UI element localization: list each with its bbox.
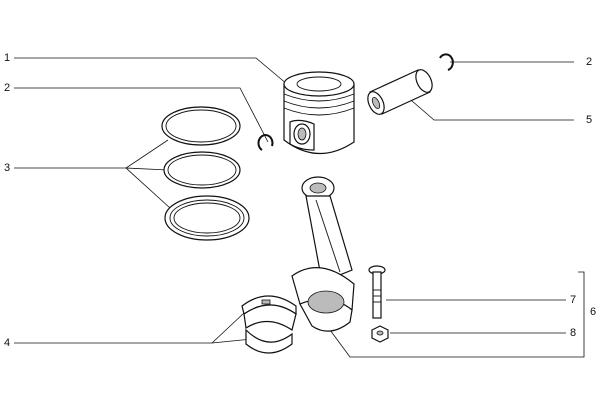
leader-4-a [211,312,245,344]
piston-pin [367,69,433,115]
leader-1 [14,57,301,96]
piston [283,71,355,155]
callout-rod-bolt: 7 [569,294,577,306]
leader-2-left [14,87,269,143]
callout-rod-nut: 8 [569,327,577,339]
circlip-right [439,53,454,71]
callout-circlip-left: 2 [3,82,11,94]
bearing-shells [241,295,297,354]
rod-nut [371,325,389,343]
leader-4-b [211,338,253,344]
rod-bolt [368,265,386,319]
leader-6-bracket [578,271,585,358]
leader-3-c [125,167,171,209]
callout-circlip-right: 2 [585,56,593,68]
circlip-left [257,134,274,151]
callout-piston-pin: 5 [585,114,593,126]
piston-rings [161,106,250,241]
callout-connecting-rod-assembly: 6 [589,306,597,318]
leader-lines [14,57,585,358]
callout-rings: 3 [3,162,11,174]
leader-3-b [125,167,169,171]
leader-5 [403,93,574,121]
connecting-rod [291,176,355,332]
callout-bearing-shells: 4 [3,337,11,349]
callout-piston: 1 [3,52,11,64]
leader-6-rod [329,329,578,358]
leader-3-a [125,139,169,169]
